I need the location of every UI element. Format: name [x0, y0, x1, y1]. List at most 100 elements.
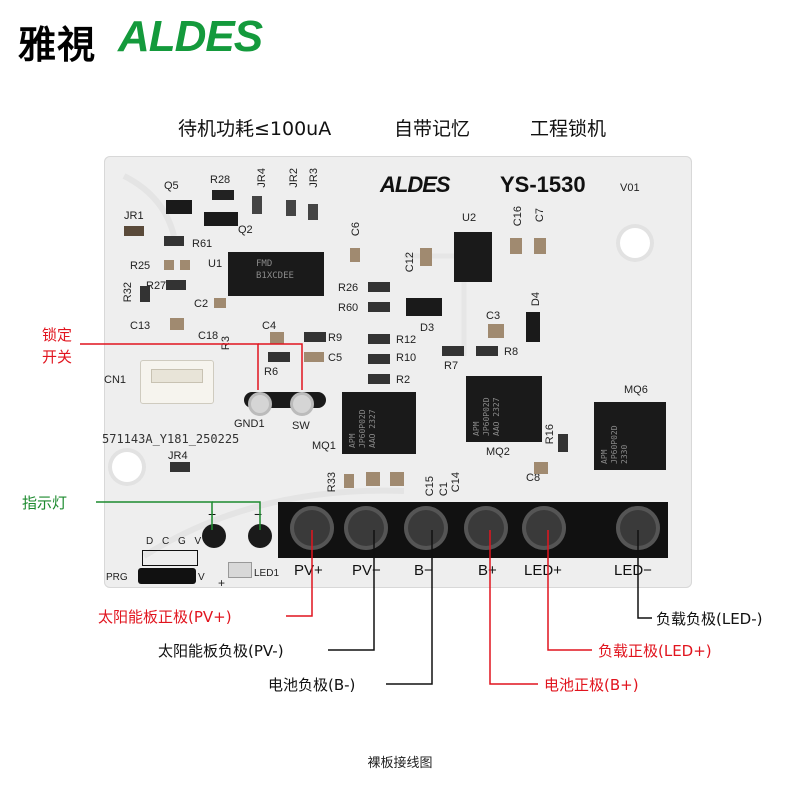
cap-c2: [214, 298, 226, 308]
annotation-lock-switch-1: 锁定: [42, 326, 73, 344]
cap-c7: [534, 238, 546, 254]
resistor-r6: [268, 352, 290, 362]
ic-u1: FMD B1XCDEE: [228, 252, 324, 296]
pcb-board: ALDES YS-1530 V01 Q5 R28 JR4 JR2 JR3 JR1…: [102, 156, 692, 590]
ref-q5: Q5: [164, 180, 179, 192]
ref-r10: R10: [396, 352, 417, 364]
brand-chinese: 雅視: [18, 23, 97, 67]
terminal-label-b-minus: B−: [414, 562, 433, 579]
mounting-hole: [620, 228, 650, 258]
ref-mq6: MQ6: [624, 384, 648, 396]
annotation-pv-minus: 太阳能板负极(PV-): [158, 642, 284, 660]
ref-u2: U2: [462, 212, 477, 224]
annotation-lock-switch-2: 开关: [42, 348, 73, 366]
ref-led1: LED1: [254, 568, 280, 579]
feature-standby: 待机功耗≤100uA: [178, 118, 332, 140]
resistor-r7: [442, 346, 464, 356]
resistor-jr4: [252, 196, 262, 214]
cap-c5: [304, 352, 324, 362]
feature-lock: 工程锁机: [530, 118, 607, 140]
feature-memory: 自带记忆: [394, 118, 471, 140]
ref-r61: R61: [192, 238, 213, 250]
ref-jr1: JR1: [124, 210, 144, 222]
resistor-r2: [368, 374, 390, 384]
board-serial: 571143A_Y181_250225: [102, 432, 240, 446]
brand-logo: ALDES: [118, 12, 263, 61]
ref-r9: R9: [328, 332, 343, 344]
resistor-r60: [368, 302, 390, 312]
transistor-q5: [166, 200, 192, 214]
ref-mq1: MQ1: [312, 440, 336, 452]
ref-c2: C2: [194, 298, 209, 310]
cap-c15a: [366, 472, 380, 486]
pad-sw[interactable]: [290, 392, 314, 416]
board-logo: ALDES: [380, 172, 451, 197]
resistor-jr4-lower: [170, 462, 190, 472]
ref-r2: R2: [396, 374, 411, 386]
board-model: YS-1530: [500, 172, 586, 197]
resistor-r61: [164, 236, 184, 246]
indicator-pad-plus[interactable]: [202, 524, 226, 548]
terminal-b-plus[interactable]: [464, 506, 508, 550]
led1-component: [228, 562, 252, 578]
resistor-r32: [140, 286, 150, 302]
annotation-b-plus: 电池正极(B+): [544, 676, 639, 694]
ref-c4: C4: [262, 320, 277, 332]
ref-r27: R27: [146, 280, 167, 292]
resistor-r33: [344, 474, 354, 488]
annotation-indicator: 指示灯: [22, 494, 68, 512]
cap-c15b: [390, 472, 404, 486]
terminal-label-led-minus: LED−: [614, 562, 652, 579]
cap-c16: [510, 238, 522, 254]
resistor-r9: [304, 332, 326, 342]
annotation-led-plus: 负载正极(LED+): [598, 642, 712, 660]
ref-mq2: MQ2: [486, 446, 510, 458]
ic-u1-mark2: B1XCDEE: [256, 271, 294, 281]
terminal-led-plus[interactable]: [522, 506, 566, 550]
led1-plus-sign: +: [218, 576, 226, 590]
ref-r28: R28: [210, 174, 231, 186]
pad-gnd1[interactable]: [248, 392, 272, 416]
resistor-r10: [368, 354, 390, 364]
resistor-r16: [558, 434, 568, 452]
cap-c13: [170, 318, 184, 330]
resistor-r12: [368, 334, 390, 344]
ref-c8: C8: [526, 472, 541, 484]
ref-r12: R12: [396, 334, 417, 346]
prg-header-top: [142, 550, 198, 566]
terminal-pv-minus[interactable]: [344, 506, 388, 550]
ref-c18: C18: [198, 330, 219, 342]
resistor-r28: [212, 190, 234, 200]
resistor-r8: [476, 346, 498, 356]
connector-cn1: [140, 360, 214, 404]
resistor-jr3: [308, 204, 318, 220]
ref-c5: C5: [328, 352, 343, 364]
ref-gnd1: GND1: [234, 418, 265, 430]
cap-c4: [270, 332, 284, 344]
ref-r60: R60: [338, 302, 359, 314]
terminal-label-pv-plus: PV+: [294, 562, 323, 579]
terminal-label-led-plus: LED+: [524, 562, 562, 579]
ref-u1: U1: [208, 258, 223, 270]
ref-q2: Q2: [238, 224, 253, 236]
resistor-jr2: [286, 200, 296, 216]
board-version: V01: [620, 182, 640, 194]
annotation-led-minus: 负载负极(LED-): [656, 610, 763, 628]
regulator-u2: [454, 232, 492, 282]
ref-r8: R8: [504, 346, 519, 358]
resistor-r26: [368, 282, 390, 292]
ref-c3: C3: [486, 310, 501, 322]
ref-r25: R25: [130, 260, 151, 272]
terminal-b-minus[interactable]: [404, 506, 448, 550]
ref-sw: SW: [292, 420, 310, 432]
cap-r25b: [180, 260, 190, 270]
ic-u1-mark: FMD: [256, 259, 273, 269]
cap-c12: [420, 248, 432, 266]
diagram-caption: 裸板接线图: [367, 756, 433, 771]
ref-d3: D3: [420, 322, 435, 334]
resistor-jr1: [124, 226, 144, 236]
ref-cn1: CN1: [104, 374, 127, 386]
diode-d4: [526, 312, 540, 342]
cap-r25: [164, 260, 174, 270]
ref-prg: PRG: [106, 572, 128, 583]
